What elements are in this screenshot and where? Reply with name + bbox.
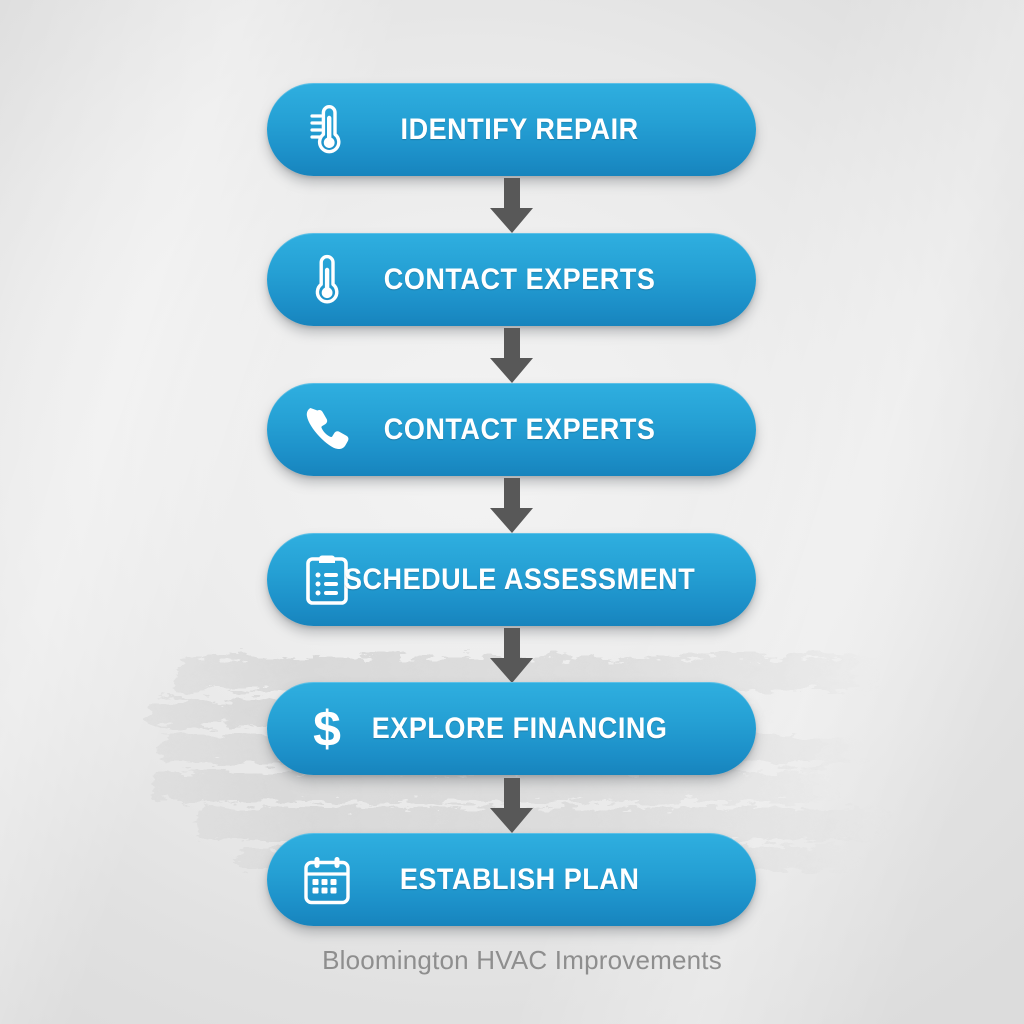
flow-step-label: SCHEDULE ASSESSMENT [343,562,696,596]
flow-arrow-down [482,328,542,386]
svg-text:$: $ [313,701,341,757]
flow-arrow-down [482,778,542,836]
thermometer-icon [296,249,358,311]
flow-step-label: IDENTIFY REPAIR [400,112,639,146]
flow-step-identify-repair[interactable]: IDENTIFY REPAIR [267,83,756,176]
flow-step-label: EXPLORE FINANCING [371,711,668,745]
flow-arrow-down [482,628,542,686]
flow-step-label: ESTABLISH PLAN [399,862,640,896]
diagram-caption: Bloomington HVAC Improvements [0,945,1024,976]
flow-step-establish-plan[interactable]: ESTABLISH PLAN [267,833,756,926]
flow-step-schedule-assessment[interactable]: SCHEDULE ASSESSMENT [267,533,756,626]
flow-step-label: CONTACT EXPERTS [383,262,656,296]
phone-icon [296,399,358,461]
flow-step-contact-experts-1[interactable]: CONTACT EXPERTS [267,233,756,326]
flow-arrow-down [482,478,542,536]
dollar-sign-icon: $ [296,698,358,760]
flow-step-contact-experts-2[interactable]: CONTACT EXPERTS [267,383,756,476]
calendar-icon [296,849,358,911]
clipboard-list-icon [296,549,358,611]
thermometer-scale-icon [296,99,358,161]
flow-step-label: CONTACT EXPERTS [383,412,656,446]
flow-arrow-down [482,178,542,236]
diagram-caption-text: Bloomington HVAC Improvements [322,945,722,975]
flow-step-explore-financing[interactable]: $ EXPLORE FINANCING [267,682,756,775]
